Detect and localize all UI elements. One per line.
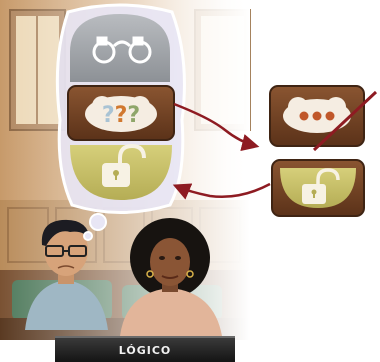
side-card-padlock[interactable] [272,160,364,216]
card-question-marks[interactable]: ??? [68,86,174,140]
side-card-ellipsis[interactable] [270,86,376,150]
question-marks-text: ??? [102,103,140,128]
card-handcuffs[interactable] [70,14,170,82]
ellipsis-cloud-icon [283,97,351,133]
question-cloud-icon: ??? [85,96,157,132]
character-name-label: LÓGICO [55,336,235,362]
